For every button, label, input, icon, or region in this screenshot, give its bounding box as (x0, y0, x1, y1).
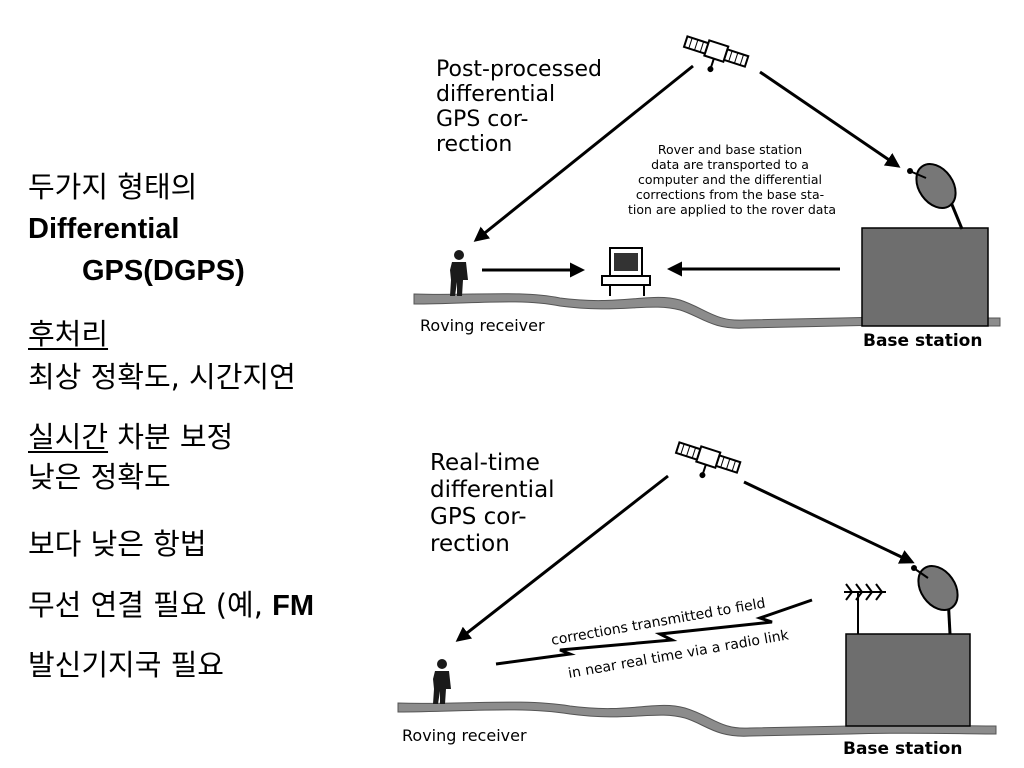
bullet-base-station-needed: 발신기지국 필요 (28, 648, 224, 682)
top-base-building (861, 227, 989, 327)
satellite-icon (682, 35, 750, 73)
title-line-2: Differential (28, 213, 180, 245)
bullet-radio-link: 무선 연결 필요 (예, FM (28, 588, 314, 623)
satellite-to-base-arrow (759, 70, 901, 168)
satellite-dish-icon (907, 163, 964, 230)
bottom-ground (397, 701, 997, 737)
top-base-label: Base station (863, 331, 982, 351)
satellite-to-rover-arrow (473, 64, 694, 242)
realtime-desc: 낮은 정확도 (28, 460, 171, 494)
post-processing-term: 후처리 (28, 317, 109, 351)
bottom-base-label: Base station (843, 739, 962, 759)
post-processing-desc: 최상 정확도, 시간지연 (28, 360, 296, 394)
title-line-3: GPS(DGPS) (82, 255, 245, 287)
radio-antenna-icon (844, 583, 886, 634)
bottom-rover-label: Roving receiver (402, 726, 527, 745)
title-line-1: 두가지 형태의 (28, 170, 198, 204)
satellite-to-rover-arrow (455, 474, 669, 642)
satellite-to-base-arrow (743, 480, 915, 564)
top-ground (413, 293, 1001, 329)
top-heading: Post-processed differential GPS cor- rec… (436, 57, 609, 157)
bullet-radio-link-text: 무선 연결 필요 (예, (28, 588, 273, 622)
top-note: Rover and base station data are transpor… (628, 142, 836, 217)
top-diagram: Post-processed differential GPS cor- rec… (413, 35, 1001, 351)
computer-icon (601, 247, 651, 296)
satellite-icon (674, 441, 742, 479)
bullet-radio-link-fm: FM (272, 590, 315, 622)
rover-person-icon (450, 250, 468, 296)
realtime-term: 실시간 (28, 420, 109, 454)
rover-person-icon (433, 659, 451, 704)
bottom-base-building (845, 633, 971, 727)
satellite-dish-icon (911, 565, 959, 635)
bottom-heading: Real-time differential GPS cor- rection (430, 450, 562, 557)
radio-link-zigzag (495, 598, 813, 666)
realtime-line: 실시간 차분 보정 (28, 420, 233, 454)
realtime-term-rest: 차분 보정 (108, 420, 234, 454)
bullet-lower-navigation: 보다 낮은 항법 (28, 527, 207, 561)
top-rover-label: Roving receiver (420, 316, 545, 335)
bottom-diagram: Real-time differential GPS cor- rection … (397, 441, 997, 759)
